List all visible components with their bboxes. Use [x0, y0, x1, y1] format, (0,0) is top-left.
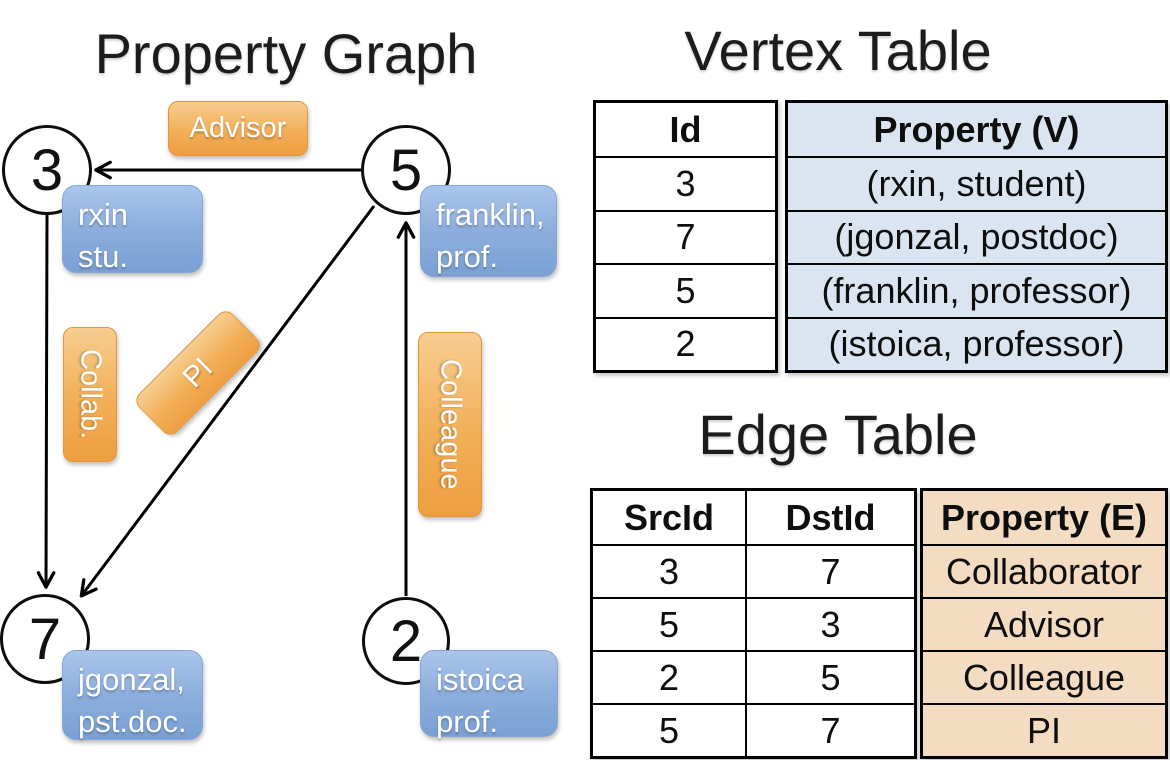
- vertex-table-property-column: Property (V) (rxin, student) (jgonzal, p…: [785, 100, 1168, 373]
- graph-node-2: 2: [362, 597, 450, 685]
- property-graph-title: Property Graph: [94, 22, 478, 85]
- edge-label-collab: Collab.: [63, 327, 117, 462]
- node-id: 3: [30, 137, 64, 203]
- vertex-property-box-rxin: rxin stu.: [62, 185, 203, 274]
- vertex-role: pst.doc.: [78, 703, 187, 739]
- edge-srcid-cell: 2: [593, 650, 745, 703]
- vertex-role: prof.: [436, 703, 499, 739]
- edge-property-cell: Colleague: [923, 650, 1165, 703]
- vertex-id-header: Id: [669, 108, 702, 150]
- vertex-name: franklin,: [436, 197, 545, 232]
- vertex-id-cell: 7: [596, 209, 775, 263]
- edge-label-colleague: Colleague: [418, 332, 482, 517]
- edge-table-property-column: Property (E) Collaborator Advisor Collea…: [920, 488, 1168, 759]
- vertex-name: istoica: [436, 662, 524, 697]
- edge-srcid-header: SrcId: [623, 496, 715, 538]
- edge-srcid-cell: 5: [593, 703, 745, 756]
- vertex-property-box-jgonzal: jgonzal, pst.doc.: [62, 650, 203, 740]
- node-id: 2: [389, 608, 423, 674]
- node-id: 7: [28, 606, 62, 672]
- vertex-id-cell: 3: [596, 156, 775, 209]
- vertex-property-box-franklin: franklin, prof.: [420, 185, 557, 277]
- vertex-table-title: Vertex Table: [684, 19, 992, 82]
- edge-property-cell: Collaborator: [923, 544, 1165, 597]
- edge-pi-arrow: [79, 205, 376, 598]
- vertex-name: rxin: [78, 197, 128, 232]
- vertex-name: jgonzal,: [78, 662, 185, 697]
- graph-edges-svg: [36, 160, 416, 598]
- edge-table-title: Edge Table: [698, 403, 978, 466]
- vertex-id-cell: 5: [596, 263, 775, 316]
- edge-srcid-cell: 5: [593, 597, 745, 650]
- graph-node-5: 5: [361, 125, 451, 215]
- vertex-property-cell: (jgonzal, postdoc): [788, 209, 1165, 264]
- vertex-role: prof.: [436, 238, 499, 274]
- edge-dstid-cell: 5: [745, 650, 914, 703]
- node-id: 5: [389, 137, 423, 203]
- vertex-property-header: Property (V): [788, 103, 1165, 157]
- edge-label-advisor: Advisor: [168, 101, 308, 156]
- vertex-property-cell: (franklin, professor): [788, 263, 1165, 317]
- edge-dstid-cell: 7: [745, 544, 914, 597]
- edge-dstid-cell: 3: [745, 597, 914, 650]
- edge-property-header: Property (E): [923, 491, 1165, 544]
- edge-property-cell: PI: [923, 703, 1165, 756]
- vertex-property-cell: (istoica, professor): [788, 316, 1165, 370]
- edge-table-id-columns: SrcId DstId 3 7 5 3 2 5 5 7: [590, 488, 917, 759]
- vertex-property-cell: (rxin, student): [788, 156, 1165, 210]
- vertex-table-id-column: Id 3 7 5 2: [593, 100, 778, 373]
- vertex-role: stu.: [78, 238, 128, 274]
- edge-property-cell: Advisor: [923, 597, 1165, 650]
- edge-dstid-header: DstId: [745, 491, 914, 544]
- vertex-id-cell: 2: [596, 316, 775, 370]
- vertex-property-box-istoica: istoica prof.: [420, 650, 558, 739]
- edge-collab-arrow: [36, 214, 56, 589]
- edge-srcid-cell: 3: [593, 544, 745, 597]
- edge-dstid-cell: 7: [745, 703, 914, 756]
